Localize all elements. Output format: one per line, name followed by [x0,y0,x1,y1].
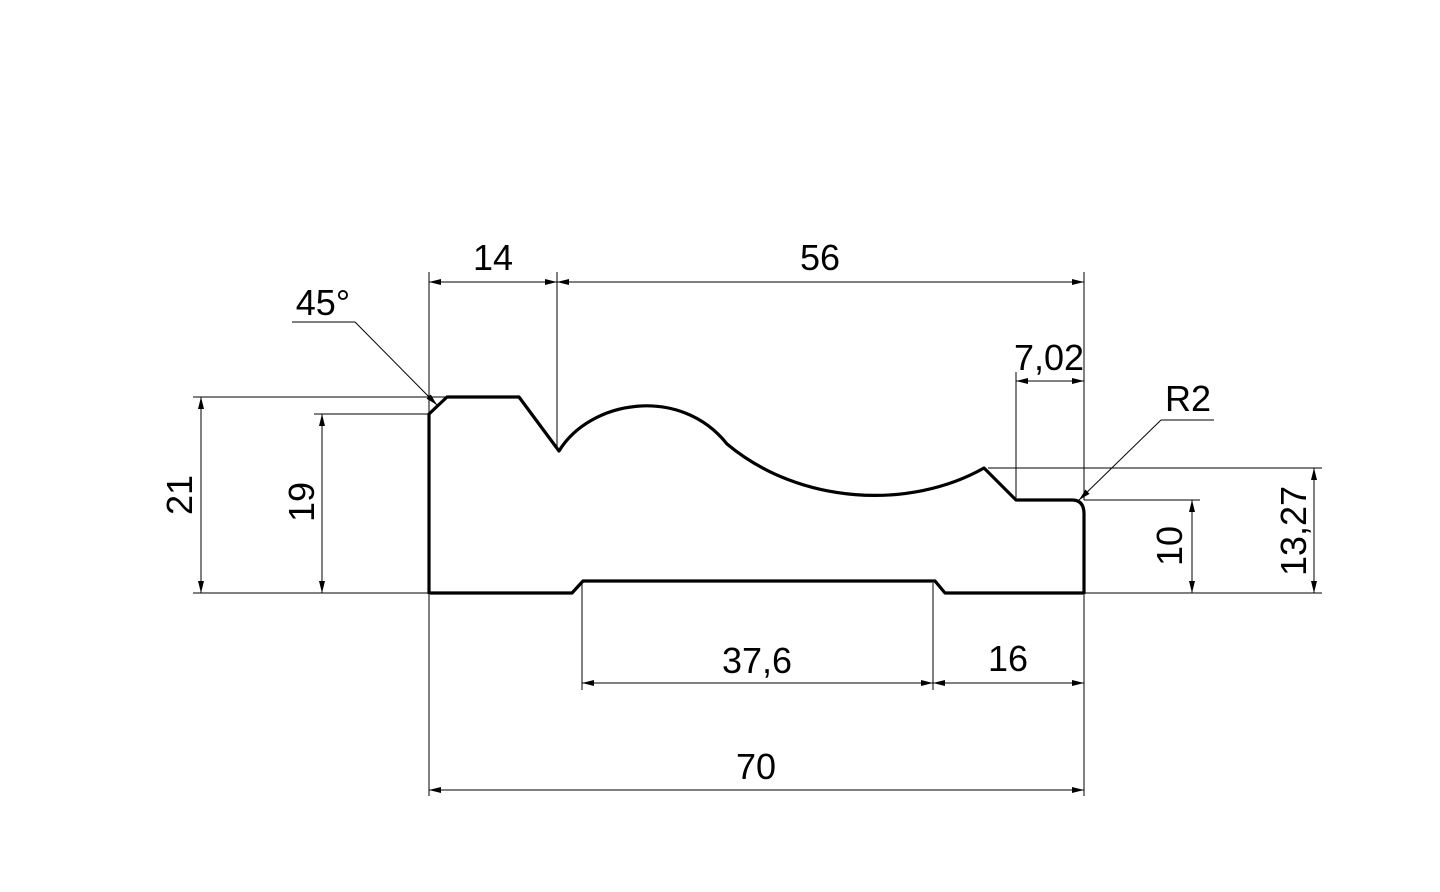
dim-right-peak-height: 13,27 [1273,468,1317,593]
dim-text-10: 10 [1149,526,1190,566]
dim-total-width: 70 [429,746,1084,793]
dim-groove-width: 37,6 [582,640,933,686]
dim-text-21: 21 [159,475,200,515]
dim-text-14: 14 [473,237,513,278]
extension-lines [193,272,1322,796]
dim-top-right-width: 56 [557,237,1084,285]
dim-inner-height: 19 [281,414,325,593]
profile-outline [427,395,1086,595]
dim-text-13-27: 13,27 [1273,486,1314,576]
dim-corner-radius: R2 [1078,378,1214,501]
dim-text-56: 56 [800,237,840,278]
dim-text-19: 19 [281,482,322,522]
dim-chamfer-angle: 45° [292,282,438,406]
dim-text-70: 70 [736,746,776,787]
dim-right-step-height: 10 [1149,500,1195,593]
dim-text-45deg: 45° [296,282,350,323]
dim-step-width: 7,02 [1014,337,1084,384]
dim-text-16: 16 [988,638,1028,679]
dim-text-7-02: 7,02 [1014,337,1084,378]
dim-top-left-width: 14 [429,237,557,285]
dim-text-r2: R2 [1165,378,1211,419]
dim-total-height: 21 [159,397,204,593]
dim-text-37-6: 37,6 [722,640,792,681]
dim-right-foot-width: 16 [933,638,1084,686]
